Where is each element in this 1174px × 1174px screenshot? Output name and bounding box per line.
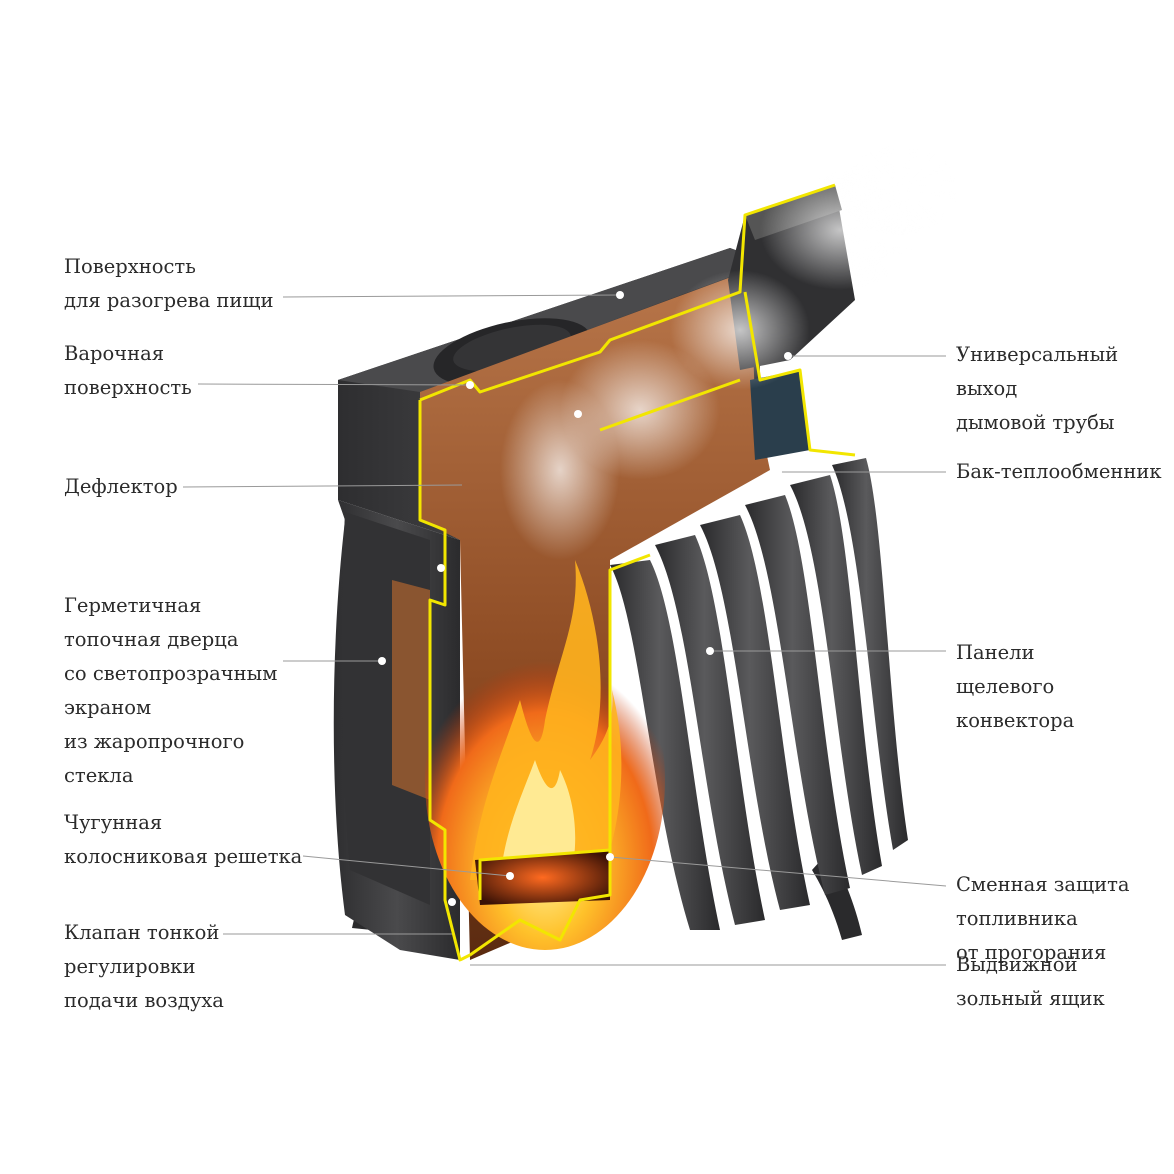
cutaway-outline — [418, 183, 856, 962]
label-line: колосниковая решетка — [64, 845, 303, 868]
label-line: Универсальный — [956, 343, 1119, 366]
label-line: Бак-теплообменник — [956, 460, 1162, 483]
label-line: щелевого — [956, 675, 1055, 698]
label-ash-drawer: Выдвижной зольный ящик — [956, 948, 1105, 1016]
label-heat-exchanger: Бак-теплообменник — [956, 455, 1162, 489]
label-line: Чугунная — [64, 811, 163, 834]
label-line: топочная дверца — [64, 628, 239, 651]
label-door: Герметичная топочная дверца со светопроз… — [64, 589, 277, 793]
label-line: выход — [956, 377, 1018, 400]
smoke — [500, 145, 960, 560]
label-firebox-guard: Сменная защита топливника от прогорания — [956, 868, 1130, 970]
label-convector-panels: Панели щелевого конвектора — [956, 636, 1074, 738]
label-cooking-surface: Поверхность для разогрева пищи — [64, 250, 274, 318]
label-line: регулировки — [64, 955, 196, 978]
label-line: Выдвижной — [956, 953, 1078, 976]
label-line: Сменная защита — [956, 873, 1130, 896]
label-line: дымовой трубы — [956, 411, 1115, 434]
leader-dots — [378, 291, 792, 969]
label-grate: Чугунная колосниковая решетка — [64, 806, 302, 874]
label-line: со светопрозрачным — [64, 662, 278, 685]
label-line: конвектора — [956, 709, 1075, 732]
flames — [470, 560, 622, 880]
label-line: подачи воздуха — [64, 989, 224, 1012]
label-line: Клапан тонкой — [64, 921, 220, 944]
label-line: поверхность — [64, 376, 192, 399]
leader-lines — [182, 294, 947, 966]
label-line: Варочная — [64, 342, 164, 365]
convector-fins — [610, 458, 908, 930]
label-chimney-outlet: Универсальный выход дымовой трубы — [956, 338, 1118, 440]
label-air-valve: Клапан тонкой регулировки подачи воздуха — [64, 916, 224, 1018]
label-line: Поверхность — [64, 255, 196, 278]
label-line: из жаропрочного — [64, 730, 245, 753]
heat-exchanger-tank — [750, 370, 810, 460]
label-line: от прогорания — [956, 941, 1107, 964]
label-line: Панели — [956, 641, 1035, 664]
label-line: стекла — [64, 764, 134, 787]
label-line: зольный ящик — [956, 987, 1105, 1010]
label-line: Герметичная — [64, 594, 202, 617]
label-deflector: Дефлектор — [64, 470, 178, 504]
label-line: топливника — [956, 907, 1078, 930]
door-glass — [392, 580, 430, 800]
label-hob: Варочная поверхность — [64, 337, 192, 405]
coal-bed — [475, 850, 610, 905]
label-line: экраном — [64, 696, 152, 719]
label-line: для разогрева пищи — [64, 289, 274, 312]
label-line: Дефлектор — [64, 475, 178, 498]
